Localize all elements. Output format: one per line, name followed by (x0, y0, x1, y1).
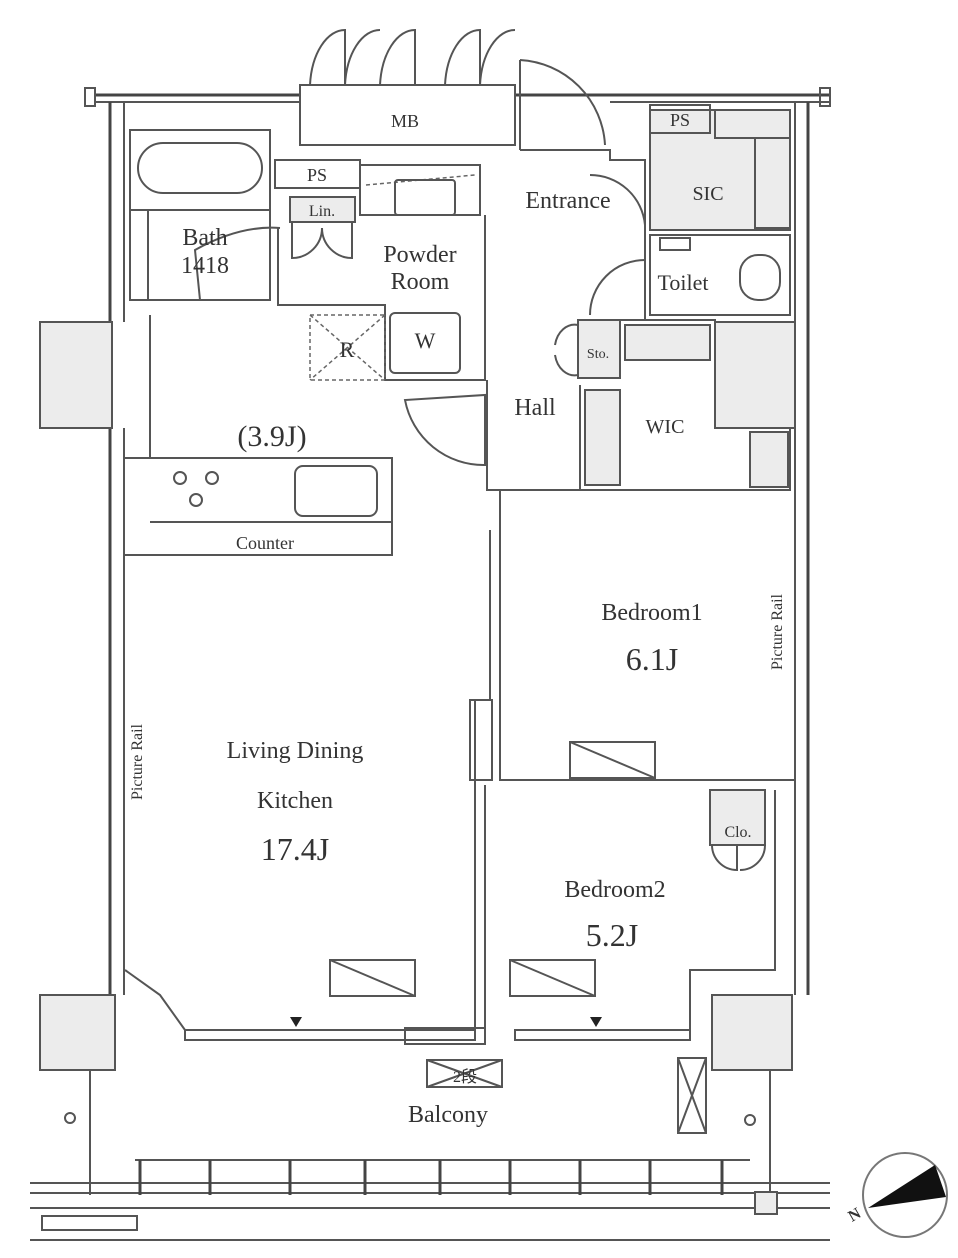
label-refrigerator: R (340, 337, 355, 362)
label-powder-room: Room (391, 269, 450, 295)
label-ps: PS (670, 110, 690, 130)
label-balcony: Balcony (408, 1102, 488, 1128)
label-mb: MB (391, 111, 419, 131)
label-closet: Clo. (724, 824, 751, 841)
label-ldk-size: 17.4J (261, 831, 329, 867)
label-kitchen-size: (3.9J) (237, 420, 306, 453)
label-living-dining: Living Dining (227, 738, 364, 764)
label-wic: WIC (646, 416, 685, 438)
label-sic: SIC (692, 183, 723, 205)
column (711, 994, 793, 1071)
label-bedroom2: Bedroom2 (564, 877, 665, 903)
column (39, 321, 113, 429)
label-toilet: Toilet (657, 270, 708, 295)
label-bedroom1-size: 6.1J (626, 641, 678, 677)
label-counter: Counter (236, 533, 294, 553)
label-entrance: Entrance (525, 188, 610, 214)
railing-posts (138, 1160, 724, 1195)
label-ps: PS (307, 165, 327, 185)
label-powder-room: Powder (383, 242, 456, 268)
compass-label: N (846, 1205, 865, 1226)
label-step: 2段 (453, 1068, 477, 1086)
label-storage: Sto. (587, 347, 609, 362)
label-picture-rail: Picture Rail (129, 723, 146, 800)
label-hall: Hall (514, 395, 556, 421)
label-kitchen: Kitchen (257, 788, 333, 814)
window-sash (184, 1017, 691, 1045)
label-bath-size: 1418 (181, 253, 229, 279)
label-linen: Lin. (309, 203, 335, 220)
north-compass-icon: N (846, 1152, 948, 1238)
label-picture-rail: Picture Rail (769, 593, 786, 670)
label-bedroom2-size: 5.2J (586, 917, 638, 953)
room-labels: MB PS PS Lin. Bath 1418 Powder Room R W … (129, 110, 786, 1128)
column (714, 321, 796, 429)
label-bath: Bath (182, 225, 227, 251)
label-bedroom1: Bedroom1 (601, 600, 702, 626)
label-washer: W (415, 328, 436, 353)
column (39, 994, 116, 1071)
walls (30, 28, 831, 1241)
